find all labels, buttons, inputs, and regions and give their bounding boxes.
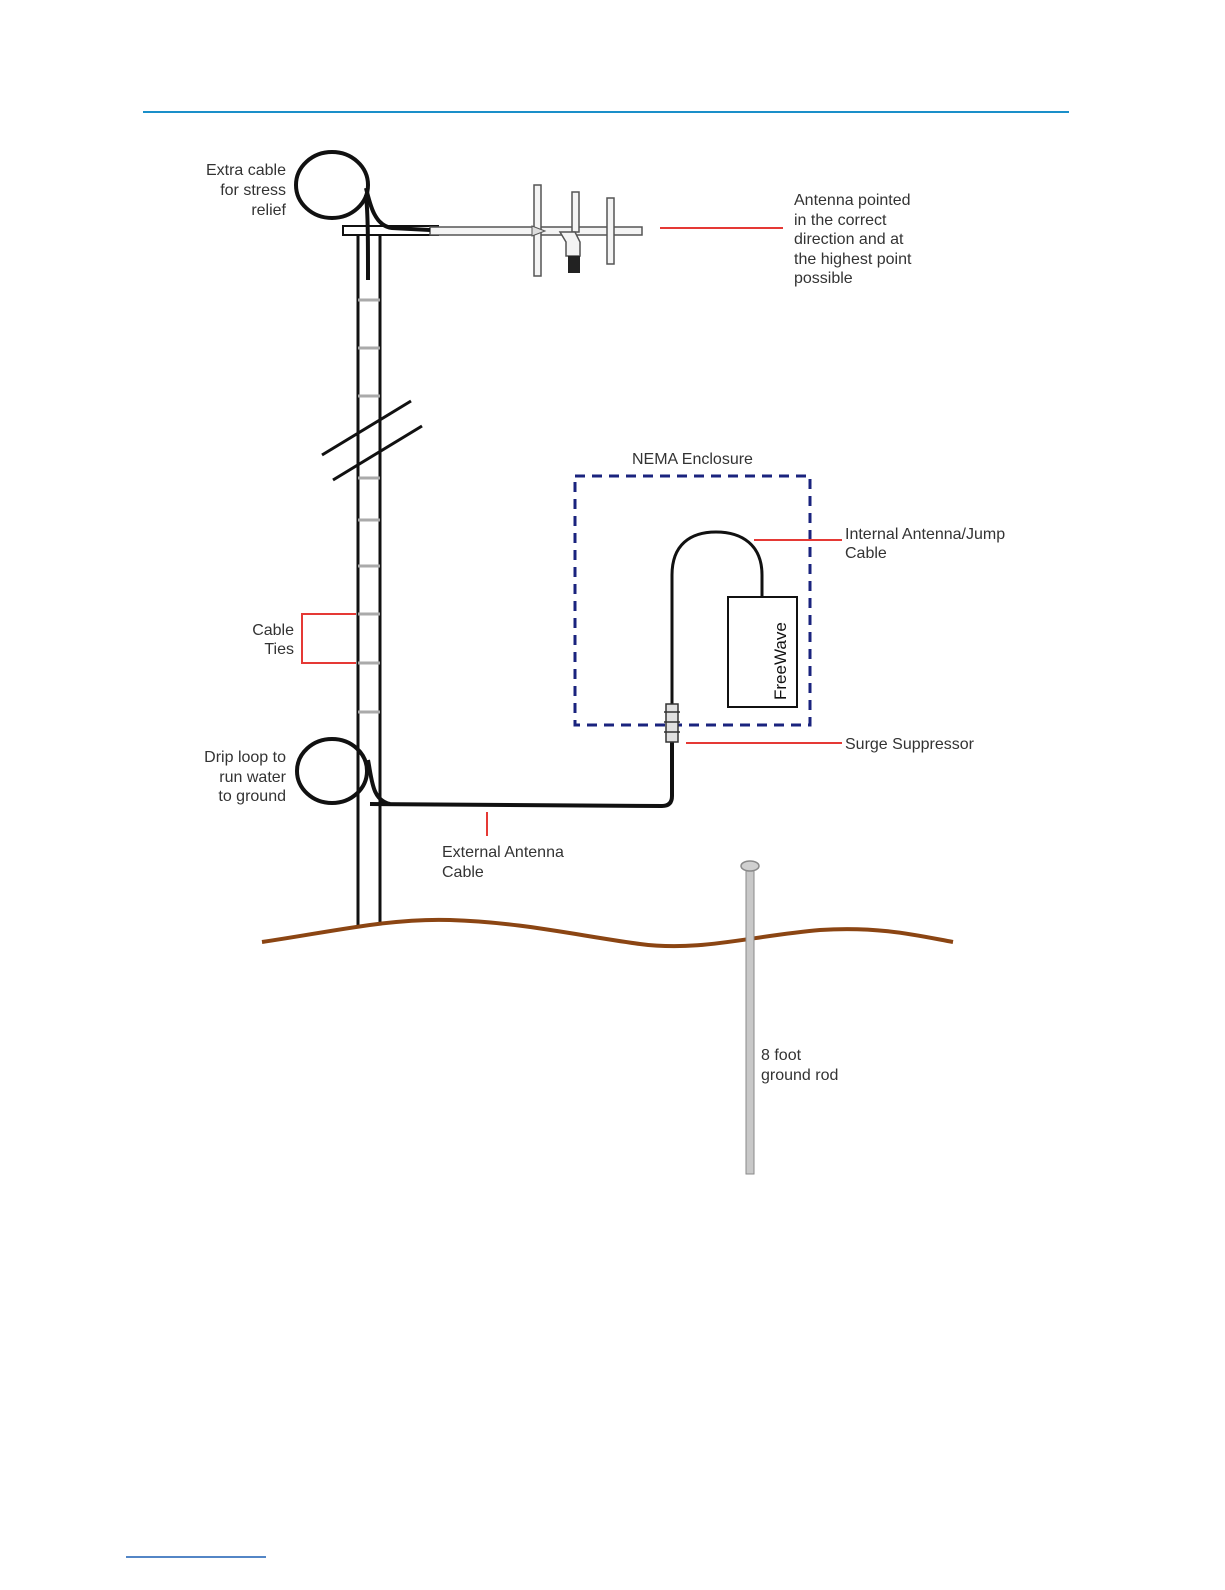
radio-label: FreeWave bbox=[771, 622, 790, 700]
svg-text:in the correct: in the correct bbox=[794, 212, 887, 229]
drip-loop bbox=[297, 739, 390, 804]
svg-text:ground rod: ground rod bbox=[761, 1067, 838, 1084]
svg-text:Internal Antenna/Jump: Internal Antenna/Jump bbox=[845, 526, 1005, 543]
svg-text:for stress: for stress bbox=[220, 182, 286, 199]
svg-text:possible: possible bbox=[794, 270, 853, 287]
label-antenna: Antenna pointed in the correct direction… bbox=[794, 192, 912, 287]
label-surge-suppressor: Surge Suppressor bbox=[845, 736, 975, 753]
svg-text:to ground: to ground bbox=[218, 788, 286, 805]
label-ground-rod: 8 foot ground rod bbox=[761, 1047, 838, 1084]
svg-text:8 foot: 8 foot bbox=[761, 1047, 802, 1064]
svg-text:Antenna pointed: Antenna pointed bbox=[794, 192, 911, 209]
label-cable-ties: Cable Ties bbox=[252, 622, 294, 658]
pole-break-mark bbox=[322, 401, 422, 480]
svg-text:Cable: Cable bbox=[252, 622, 294, 639]
svg-text:run water: run water bbox=[219, 769, 286, 786]
svg-text:Cable: Cable bbox=[442, 864, 484, 881]
svg-text:Cable: Cable bbox=[845, 545, 887, 562]
pole bbox=[358, 232, 380, 925]
callout-cable-ties bbox=[302, 614, 356, 663]
external-antenna-cable bbox=[370, 740, 672, 806]
label-internal-cable: Internal Antenna/Jump Cable bbox=[845, 526, 1005, 562]
svg-text:Ties: Ties bbox=[264, 641, 294, 658]
svg-text:Extra cable: Extra cable bbox=[206, 162, 286, 179]
callout-lines bbox=[302, 228, 842, 836]
ground-rod bbox=[741, 861, 759, 1174]
ground-surface bbox=[262, 920, 953, 946]
svg-text:direction and at: direction and at bbox=[794, 231, 904, 248]
surge-suppressor bbox=[664, 704, 680, 742]
label-extra-cable: Extra cable for stress relief bbox=[206, 162, 287, 219]
svg-text:External Antenna: External Antenna bbox=[442, 844, 564, 861]
cable-ties bbox=[358, 300, 380, 712]
svg-text:the highest point: the highest point bbox=[794, 251, 912, 268]
label-nema-enclosure: NEMA Enclosure bbox=[632, 451, 753, 468]
top-cable-loop bbox=[296, 152, 430, 280]
svg-text:relief: relief bbox=[251, 202, 286, 219]
svg-text:Drip loop to: Drip loop to bbox=[204, 749, 286, 766]
yagi-antenna bbox=[430, 185, 642, 276]
label-external-cable: External Antenna Cable bbox=[442, 844, 564, 881]
label-drip-loop: Drip loop to run water to ground bbox=[204, 749, 286, 805]
